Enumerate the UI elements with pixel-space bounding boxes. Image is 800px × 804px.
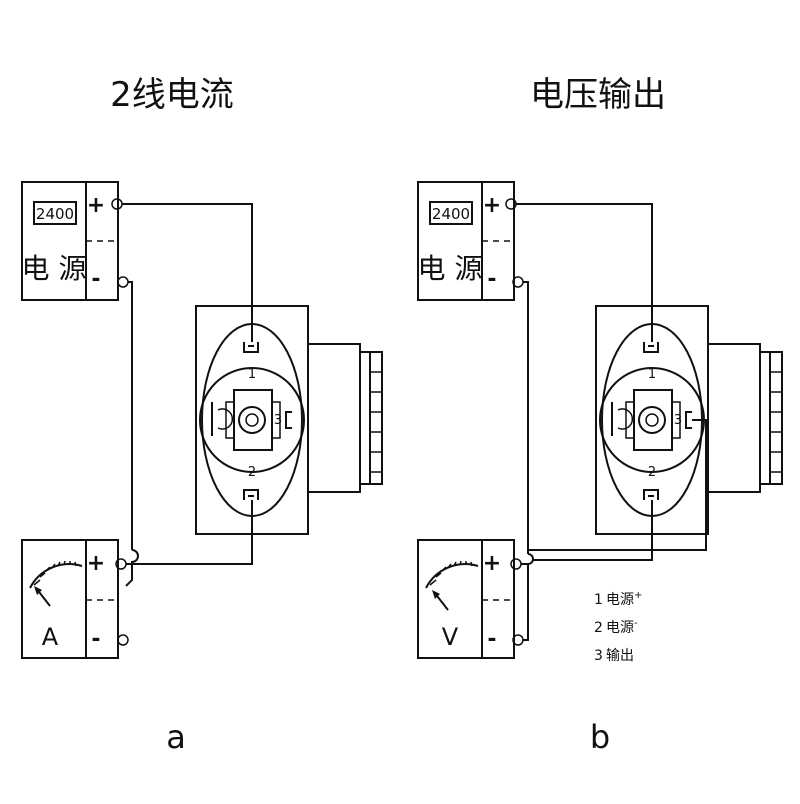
needle-arrow-icon <box>34 586 42 595</box>
legend-text: 电源 <box>606 592 634 608</box>
pin-label-1: 1 <box>648 367 656 382</box>
pin-label-3: 3 <box>674 413 682 428</box>
legend-item: 3 输出 <box>594 648 634 664</box>
minus-sign: - <box>487 627 496 652</box>
diagram-a: 2400 电 源 + - A + - <box>21 181 383 756</box>
legend-sign: - <box>634 618 638 629</box>
minus-sign: - <box>487 267 496 292</box>
legend-text: 电源 <box>606 620 634 636</box>
power-label: 电 源 <box>22 252 87 285</box>
power-label: 电 源 <box>418 252 483 285</box>
pin-label-1: 1 <box>248 367 256 382</box>
plus-sign: + <box>483 551 501 576</box>
legend-num: 2 <box>594 620 603 636</box>
legend-item: 1 电源 + <box>594 590 642 608</box>
legend-num: 3 <box>594 648 603 664</box>
ammeter: A + - <box>21 539 129 659</box>
sensor-connector-b: 1 2 3 <box>595 305 783 535</box>
wires-b <box>516 203 707 641</box>
power-supply-b: 2400 电 源 + - <box>417 181 524 301</box>
legend-sign: + <box>634 590 642 601</box>
terminal-minus <box>117 634 129 646</box>
terminal-plus <box>510 558 522 570</box>
minus-sign: - <box>91 267 100 292</box>
pin-label-2: 2 <box>648 465 656 480</box>
ammeter-label: A <box>42 623 59 651</box>
plus-sign: + <box>483 193 501 218</box>
voltmeter: V + - <box>417 539 524 659</box>
wires-a <box>122 203 253 587</box>
pin-label-3: 3 <box>274 413 282 428</box>
legend-text: 输出 <box>606 648 634 664</box>
minus-sign: - <box>91 627 100 652</box>
power-display: 2400 <box>36 205 74 223</box>
power-display: 2400 <box>432 205 470 223</box>
title-right: 电压输出 <box>530 75 666 115</box>
plus-sign: + <box>87 193 105 218</box>
pin-label-2: 2 <box>248 465 256 480</box>
voltmeter-label: V <box>442 623 459 651</box>
needle-arrow-icon <box>432 590 440 599</box>
diagram-b: 2400 电 源 + - V + - <box>417 181 783 756</box>
pin-legend: 1 电源 + 2 电源 - 3 输出 <box>594 590 642 664</box>
caption-b: b <box>590 718 610 756</box>
terminal-minus <box>117 276 129 288</box>
legend-item: 2 电源 - <box>594 618 638 636</box>
title-left: 2线电流 <box>110 75 234 115</box>
legend-num: 1 <box>594 592 603 608</box>
sensor-connector-a: 1 2 3 <box>195 305 383 535</box>
caption-a: a <box>166 718 186 756</box>
power-supply-a: 2400 电 源 + - <box>21 181 129 301</box>
plus-sign: + <box>87 551 105 576</box>
